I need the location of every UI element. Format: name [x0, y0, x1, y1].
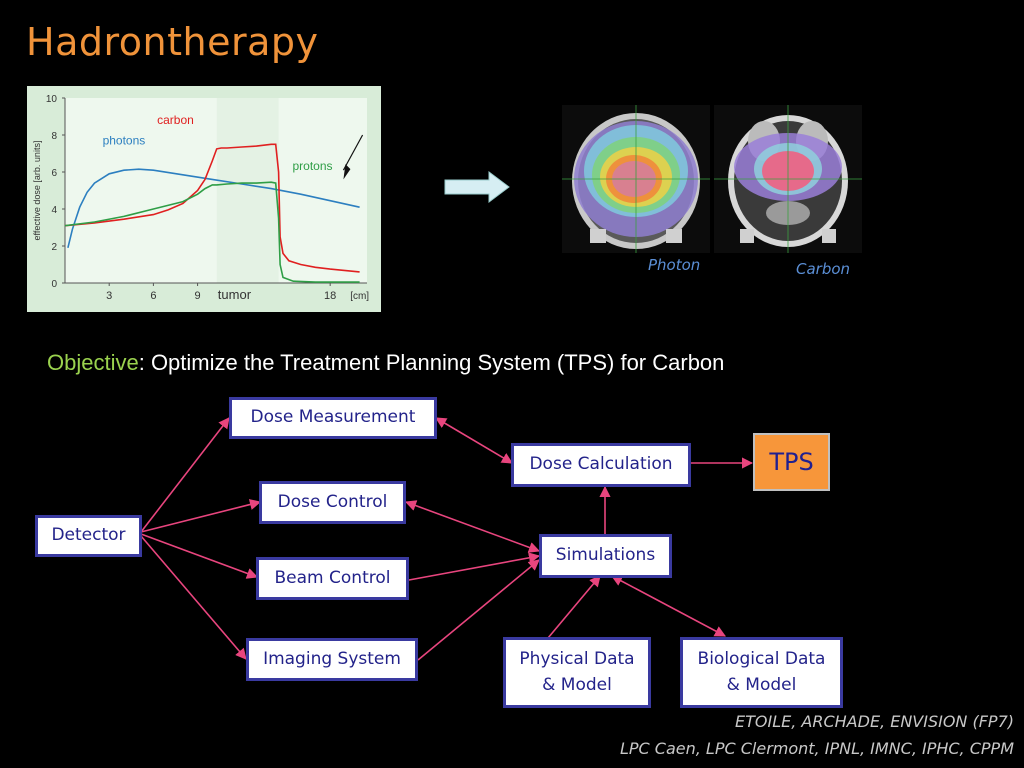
credit-labs: LPC Caen, LPC Clermont, IPNL, IMNC, IPHC… — [619, 739, 1014, 758]
depth-dose-chart-svg: 0 2 4 6 8 10 3 6 9 18 tumor [cm] effective dose [arb… — [32, 94, 369, 302]
series-line-carbon — [64, 143, 360, 273]
plot-area — [65, 98, 367, 283]
edge-dose-control-simulations — [404, 500, 541, 553]
node-beam-control: Beam Control — [256, 557, 409, 600]
edge-detector-dose-measurement — [140, 417, 230, 533]
edge-imaging-system-simulations — [417, 559, 540, 661]
series-line-protons — [64, 181, 360, 283]
node-imaging-system: Imaging System — [246, 638, 418, 681]
edge-physical-data-simulations — [547, 575, 601, 639]
right-arrow-icon — [444, 171, 510, 203]
edge-detector-dose-control — [140, 499, 262, 533]
node-dose-calculation: Dose Calculation — [511, 443, 691, 487]
photon-label: Photon — [648, 256, 701, 274]
node-simulations: Simulations — [539, 534, 672, 578]
series-label-photons: photons — [103, 133, 146, 147]
depth-dose-chart: 0 2 4 6 8 10 3 6 9 18 tumor [cm] effective dose [arb… — [27, 86, 381, 312]
biological-data-line-1: Biological Data — [697, 649, 826, 669]
node-physical-data-model: Physical Data & Model — [503, 637, 651, 708]
x-axis-unit: [cm] — [350, 291, 369, 302]
node-dose-measurement: Dose Measurement — [229, 397, 437, 439]
annotation-arrow-line — [342, 134, 364, 171]
series-line-photons — [67, 168, 360, 248]
photon-dose-map-image — [562, 105, 710, 253]
y-tick-label: 4 — [51, 205, 57, 216]
node-biological-data-model: Biological Data & Model — [680, 637, 843, 708]
y-tick-label: 10 — [46, 94, 58, 105]
node-detector: Detector — [35, 515, 142, 557]
biological-data-line-2: & Model — [726, 674, 797, 695]
edge-detector-beam-control — [140, 533, 259, 579]
objective-key: Objective — [47, 350, 139, 375]
x-tick-label: 6 — [150, 290, 156, 302]
tumor-region — [216, 98, 279, 283]
carbon-label: Carbon — [796, 260, 851, 278]
series-label-carbon: carbon — [157, 113, 194, 127]
node-dose-control: Dose Control — [259, 481, 406, 524]
x-axis-label: tumor — [218, 287, 252, 302]
physical-data-line-2: & Model — [542, 674, 612, 695]
y-axis-label: effective dose [arb. units] — [32, 141, 42, 241]
y-tick-label: 6 — [51, 168, 57, 179]
edge-beam-control-simulations — [408, 552, 541, 581]
edge-dose-measurement-dose-calculation — [435, 417, 513, 464]
x-tick-label: 18 — [324, 290, 336, 302]
series-label-protons: protons — [292, 159, 332, 173]
y-tick-label: 0 — [51, 279, 57, 290]
annotation-arrow-head — [343, 164, 351, 180]
node-tps: TPS — [753, 433, 830, 491]
slide-title: Hadrontherapy — [26, 20, 319, 64]
x-tick-label: 3 — [106, 290, 112, 302]
physical-data-line-1: Physical Data — [519, 649, 635, 669]
credit-projects: ETOILE, ARCHADE, ENVISION (FP7) — [735, 712, 1014, 731]
y-tick-label: 8 — [51, 131, 57, 142]
x-tick-label: 9 — [195, 290, 201, 302]
edge-biological-data-simulations — [611, 575, 726, 637]
objective-text: : Optimize the Treatment Planning System… — [138, 350, 725, 375]
objective-line: Objective: Optimize the Treatment Planni… — [47, 350, 724, 376]
y-tick-label: 2 — [51, 242, 57, 253]
edge-detector-imaging-system — [140, 535, 247, 660]
carbon-dose-map-image — [714, 105, 862, 253]
